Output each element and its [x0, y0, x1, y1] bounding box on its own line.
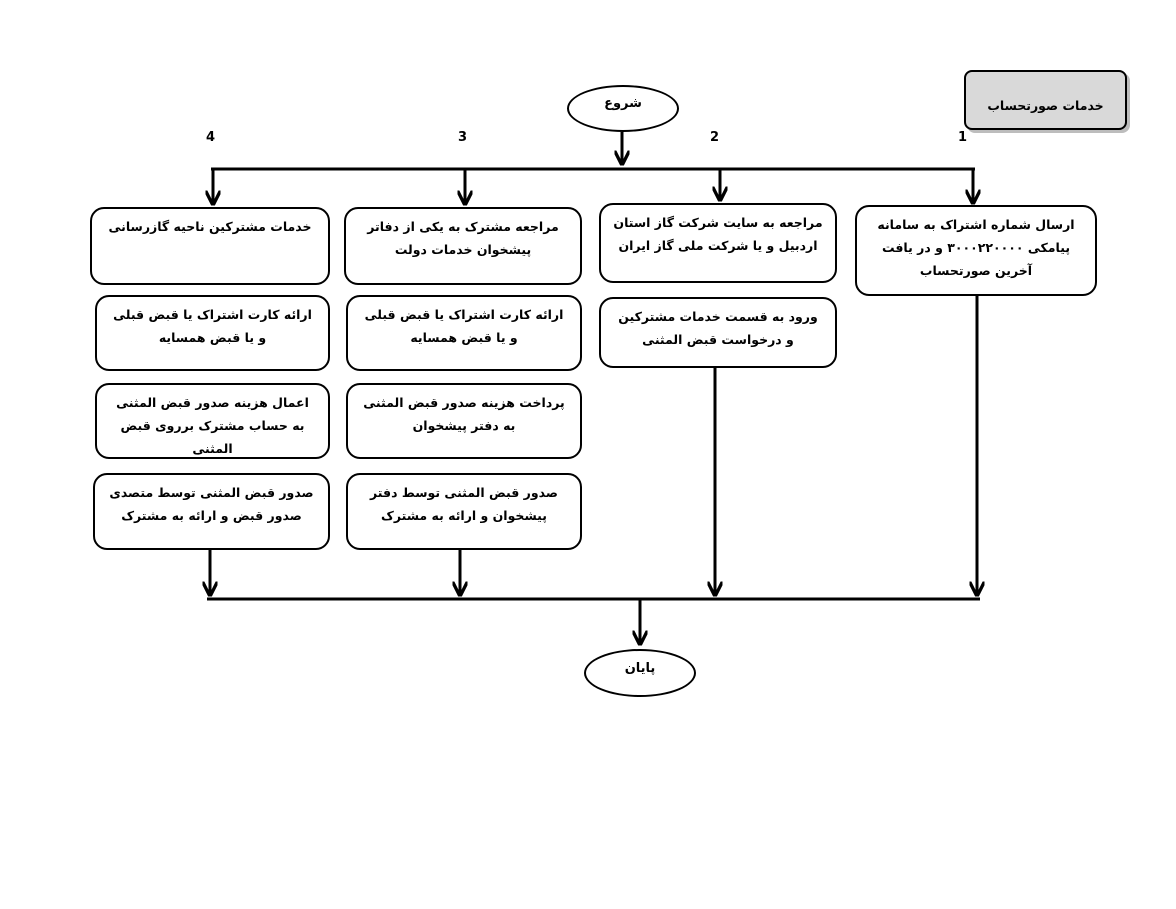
branch-4-step-2: ارائه کارت اشتراک یا قبض قبلی و یا قبض ه…: [95, 295, 330, 371]
branch-2-step-1: مراجعه به سایت شرکت گاز استان اردبیل و ی…: [599, 203, 837, 283]
branch-3-step-4: صدور قبض المثنی توسط دفتر پیشخوان و ارائ…: [346, 473, 582, 550]
branch-1-number: 1: [958, 130, 968, 145]
branch-1-step-1: ارسال شماره اشتراک به سامانه پیامکی ۳۰۰۰…: [855, 205, 1097, 296]
start-node: شروع: [567, 85, 679, 132]
branch-2-step-2: ورود به قسمت خدمات مشترکین و درخواست قبض…: [599, 297, 837, 368]
branch-3-step-1: مراجعه مشترک به یکی از دفاتر پیشخوان خدم…: [344, 207, 582, 285]
branch-4-step-1: خدمات مشترکین ناحیه گازرسانی: [90, 207, 330, 285]
branch-3-number: 3: [458, 130, 468, 145]
branch-3-step-3: پرداخت هزینه صدور قبض المثنی به دفتر پیش…: [346, 383, 582, 459]
branch-4-number: 4: [206, 130, 216, 145]
branch-4-step-4: صدور قبض المثنی توسط متصدی صدور قبض و ار…: [93, 473, 330, 550]
branch-2-number: 2: [710, 130, 720, 145]
flowchart-title: خدمات صورتحساب: [964, 70, 1127, 130]
branch-3-step-2: ارائه کارت اشتراک یا قبض قبلی و یا قبض ه…: [346, 295, 582, 371]
end-node: پایان: [584, 649, 696, 697]
branch-4-step-3: اعمال هزینه صدور قبض المثنی به حساب مشتر…: [95, 383, 330, 459]
